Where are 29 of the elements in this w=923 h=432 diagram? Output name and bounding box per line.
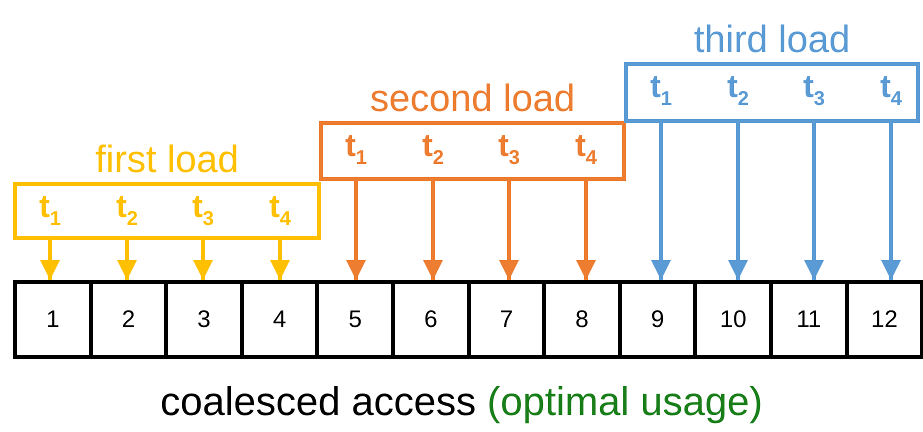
cell-number: 1 — [46, 306, 60, 334]
thread-label: t$_{3}$ — [497, 126, 521, 165]
cell-number: 4 — [272, 306, 286, 334]
cell-number: 7 — [500, 306, 514, 334]
load-title: second load — [369, 77, 576, 121]
cell-number: 3 — [197, 306, 211, 334]
thread-label: t$_{3}$ — [191, 187, 215, 226]
thread-label: t$_{4}$ — [574, 126, 598, 165]
cell-number: 10 — [720, 306, 747, 334]
cell-number: 11 — [796, 306, 822, 334]
thread-label: t$_{3}$ — [802, 67, 826, 106]
cell-number: 8 — [575, 306, 589, 334]
thread-label: t$_{1}$ — [38, 187, 62, 226]
cell-number: 6 — [424, 306, 438, 334]
thread-label: t$_{1}$ — [649, 67, 673, 106]
load-title: third load — [692, 18, 852, 62]
thread-label: t$_{4}$ — [879, 67, 903, 106]
cell-number: 9 — [650, 306, 664, 334]
cell-number: 12 — [871, 306, 898, 334]
load-title: first load — [94, 138, 240, 182]
thread-label: t$_{1}$ — [344, 126, 368, 165]
cell-number: 2 — [122, 306, 136, 334]
thread-label: t$_{4}$ — [268, 187, 292, 226]
thread-label: t$_{2}$ — [421, 126, 445, 165]
cell-number: 5 — [348, 306, 362, 334]
thread-label: t$_{2}$ — [726, 67, 750, 106]
caption-note: (optimal usage) — [487, 379, 763, 426]
caption-text: coalesced access — [160, 379, 476, 426]
thread-label: t$_{2}$ — [115, 187, 139, 226]
